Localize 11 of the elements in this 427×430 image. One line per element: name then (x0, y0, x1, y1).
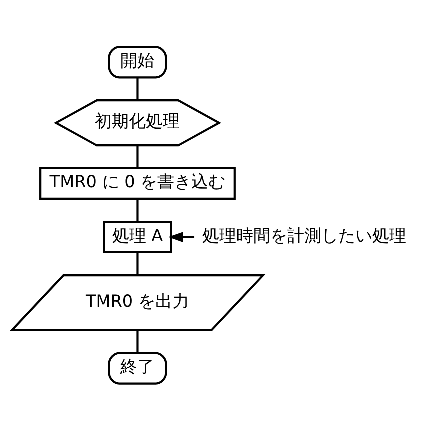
node-box: TMR0 に 0 を書き込む (40, 166, 236, 200)
connector (136, 145, 139, 168)
arrow (168, 232, 195, 242)
node-box: 終了 (108, 352, 168, 384)
connector (136, 77, 139, 100)
connector (136, 198, 139, 222)
connector (136, 330, 139, 353)
node-box: 開始 (108, 46, 168, 78)
node-box: 処理 A (103, 220, 172, 254)
connector (136, 252, 139, 276)
node-text: 処理時間を計測したい処理 (202, 224, 407, 245)
